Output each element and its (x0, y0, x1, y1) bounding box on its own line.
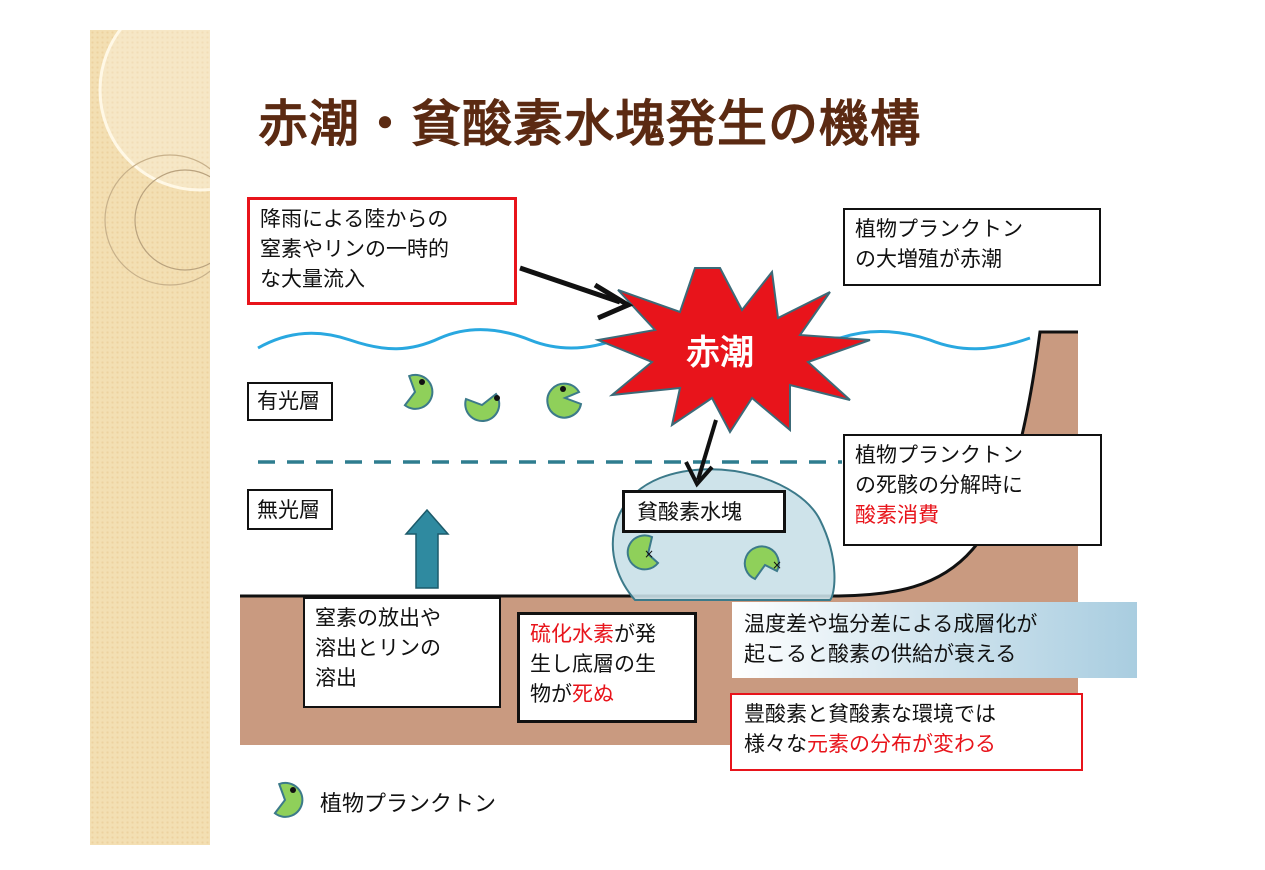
svg-text:×: × (772, 558, 782, 572)
plankton-icon (546, 382, 583, 419)
aphotic-layer-label: 無光層 (247, 489, 333, 530)
text-line: 溶出 (315, 666, 357, 690)
hypoxic-water-label: 貧酸素水塊 (622, 490, 786, 533)
text-line: 温度差や塩分差による成層化が (744, 612, 1038, 636)
text-line: 植物プランクトン (855, 443, 1023, 467)
element-distribution-highlight: 元素の分布が変わる (807, 732, 996, 756)
hydrogen-sulfide-text: 硫化水素 (530, 622, 614, 646)
nutrient-release-up-arrow (404, 508, 450, 589)
decomposition-box: 植物プランクトン の死骸の分解時に 酸素消費 (843, 434, 1102, 546)
text-line: の大増殖が赤潮 (855, 247, 1002, 271)
text-line: 豊酸素と貧酸素な環境では (744, 702, 996, 726)
sinking-arrow (684, 419, 718, 488)
text-line: 窒素の放出や (315, 606, 441, 630)
red-tide-burst (594, 267, 871, 434)
decorative-circles (98, 30, 210, 286)
text-fragment: が発 (614, 622, 656, 646)
oxygen-consumption-text: 酸素消費 (855, 503, 939, 527)
water-surface (257, 328, 1031, 351)
text-line: の死骸の分解時に (855, 473, 1023, 497)
legend-label: 植物プランクトン (320, 792, 497, 817)
slide-title: 赤潮・貧酸素水塊発生の機構 (258, 95, 921, 153)
element-distribution-box: 豊酸素と貧酸素な環境では 様々な元素の分布が変わる (730, 693, 1083, 771)
svg-text:×: × (644, 547, 654, 561)
stratification-box: 温度差や塩分差による成層化が 起こると酸素の供給が衰える (732, 602, 1137, 678)
hydrogen-sulfide-box: 硫化水素が発 生し底層の生 物が死ぬ (517, 612, 697, 723)
nutrient-release-box: 窒素の放出や 溶出とリンの 溶出 (303, 597, 501, 708)
decorative-sidebar (90, 30, 210, 845)
inflow-box: 降雨による陸からの 窒素やリンの一時的 な大量流入 (247, 197, 517, 305)
red-tide-label: 赤潮 (686, 333, 754, 373)
text-line: 生し底層の生 (530, 652, 656, 676)
text-line: 溶出とリンの (315, 636, 441, 660)
text-line: 植物プランクトン (855, 217, 1023, 241)
dead-plankton-icon: × (743, 545, 782, 581)
die-text: 死ぬ (572, 682, 614, 706)
plankton-icon (403, 373, 434, 410)
bloom-box: 植物プランクトン の大増殖が赤潮 (843, 208, 1101, 286)
text-line: 起こると酸素の供給が衰える (744, 642, 1017, 666)
inflow-arrow (519, 265, 634, 321)
text-line: 降雨による陸からの (260, 207, 449, 231)
dead-plankton-icon: × (626, 534, 660, 571)
plankton-icon (464, 392, 501, 422)
text-line: な大量流入 (260, 267, 365, 291)
seabed-line (240, 330, 1078, 598)
photic-layer-label: 有光層 (247, 382, 333, 421)
legend-plankton-icon (273, 781, 304, 818)
text-fragment: 物が (530, 682, 572, 706)
text-fragment: 様々な (744, 732, 807, 756)
text-line: 窒素やリンの一時的 (260, 237, 449, 261)
